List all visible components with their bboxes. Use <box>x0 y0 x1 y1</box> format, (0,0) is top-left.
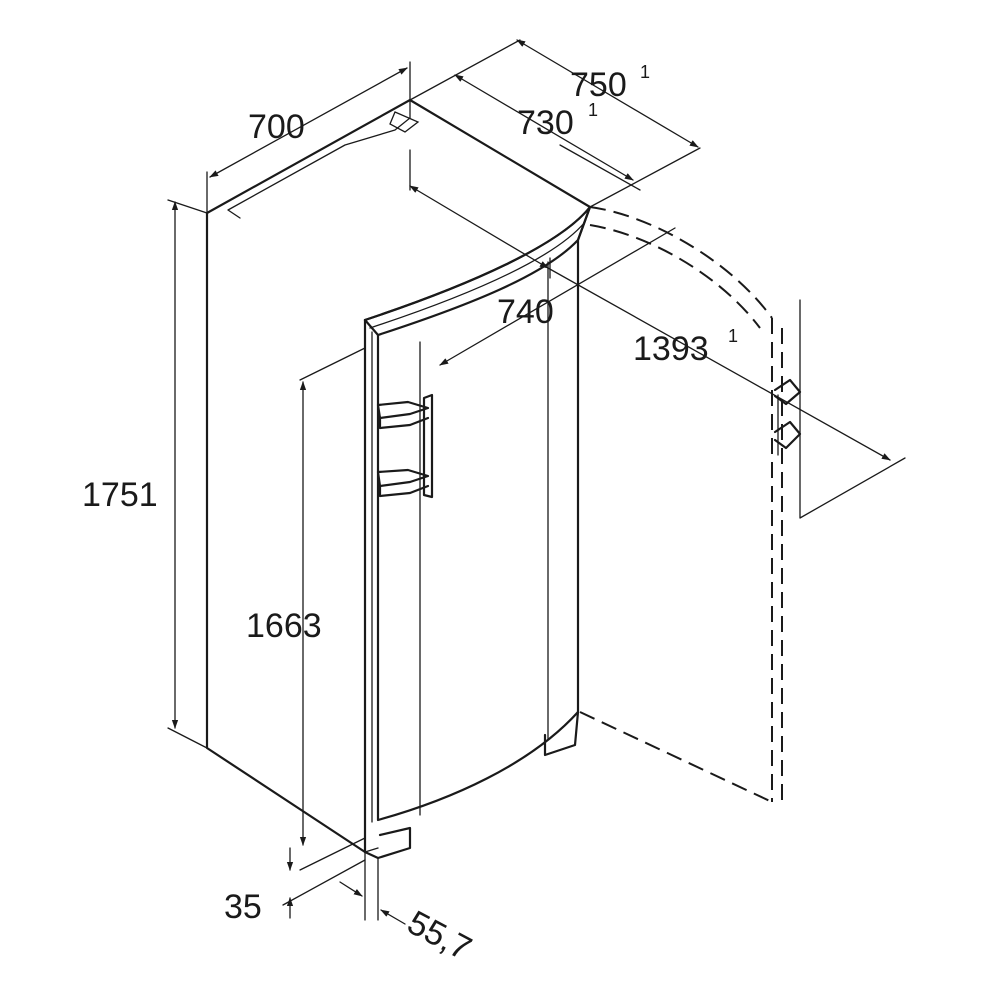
label-inner-depth-note: 1 <box>588 100 598 120</box>
label-outer-depth-note: 1 <box>640 62 650 82</box>
dim-open-depth: 1393 1 <box>439 227 906 519</box>
handle-upper-mount <box>376 400 430 430</box>
label-total-height: 1751 <box>82 476 158 514</box>
dim-inner-depth: 730 1 <box>454 74 641 191</box>
label-door-depth: 740 <box>497 293 554 331</box>
door-handle <box>376 393 434 499</box>
handle-bar <box>422 393 434 499</box>
label-plinth-height: 35 <box>224 888 262 926</box>
dim-total-height: 1751 <box>82 199 208 749</box>
label-outer-depth: 750 <box>570 66 627 104</box>
label-open-depth-note: 1 <box>728 326 738 346</box>
dim-plinth-height: 35 <box>224 847 366 926</box>
dim-top-width: 700 <box>206 61 411 214</box>
label-door-offset: 55,7 <box>401 904 477 969</box>
door <box>363 205 592 860</box>
open-door-bottom <box>579 711 773 803</box>
cabinet-left-side <box>205 211 367 854</box>
dim-handle-height: 1663 <box>246 347 366 871</box>
open-door-top <box>589 206 773 319</box>
open-door-top-inner <box>589 224 761 329</box>
cabinet-body <box>205 98 592 854</box>
handle-lower-mount <box>376 468 430 498</box>
open-door-handle-upper <box>773 378 802 406</box>
dim-door-depth: 740 <box>409 149 554 331</box>
label-inner-depth: 730 <box>517 104 574 142</box>
door-top-seal <box>369 221 586 329</box>
dim-door-offset: 55,7 <box>339 851 478 969</box>
door-inner-edge <box>364 261 549 853</box>
label-open-depth: 1393 <box>633 330 709 368</box>
open-door-handle-lower <box>773 420 802 450</box>
cabinet-foot-right <box>543 710 580 757</box>
door-panel-outline <box>376 333 580 822</box>
open-door-outline <box>579 206 802 805</box>
cabinet-foot-front <box>363 826 412 860</box>
label-top-width: 700 <box>248 108 305 146</box>
label-handle-height: 1663 <box>246 607 322 645</box>
